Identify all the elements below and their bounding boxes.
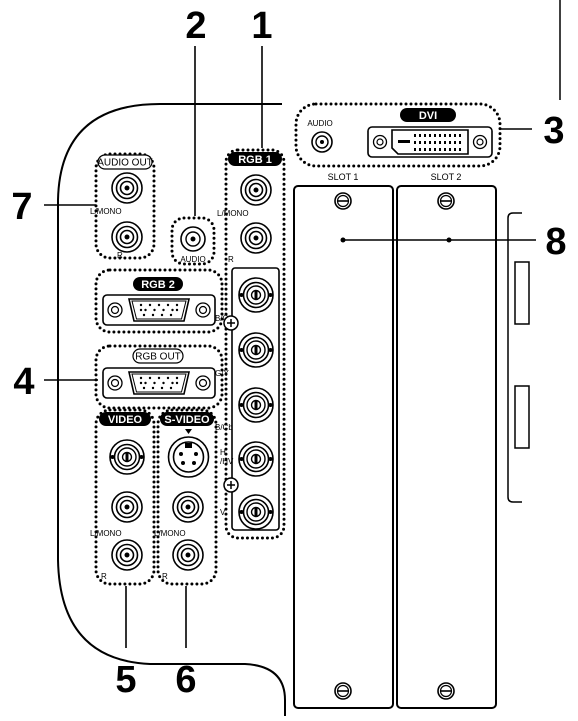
rgb2-audio-jack[interactable] bbox=[180, 226, 206, 252]
rgb-out-dsub-connector[interactable] bbox=[102, 367, 216, 399]
svideo-jack[interactable] bbox=[167, 429, 210, 478]
video-group-outline bbox=[94, 408, 156, 586]
rgb1-hv-label: /HV bbox=[220, 457, 234, 466]
rgb2-group-outline bbox=[94, 268, 224, 334]
audio-out-r-label: R bbox=[117, 251, 123, 260]
rgb1-v-label: V bbox=[220, 508, 226, 517]
rgb1-audio-right-jack[interactable] bbox=[240, 222, 272, 254]
callout-lines bbox=[44, 46, 536, 648]
slot-1-label: SLOT 1 bbox=[328, 172, 359, 182]
rgb1-bnc-b-cb[interactable] bbox=[238, 387, 274, 423]
slot-1-panel[interactable] bbox=[293, 185, 394, 709]
dvi-label: DVI bbox=[419, 110, 437, 122]
callout-5: 5 bbox=[115, 659, 136, 701]
rgb1-pill bbox=[228, 152, 282, 166]
rgb-out-label: RGB OUT bbox=[135, 352, 181, 363]
dvi-group-outline bbox=[294, 102, 502, 168]
audio-out-left-jack[interactable] bbox=[111, 172, 143, 204]
rgb1-audio-left-jack[interactable] bbox=[240, 174, 272, 206]
rgb1-group-outline bbox=[224, 148, 286, 540]
video-audio-left-jack[interactable] bbox=[111, 491, 143, 523]
video-pill bbox=[99, 412, 151, 426]
slot-2-label: SLOT 2 bbox=[431, 172, 462, 182]
video-lmono-label: L/MONO bbox=[90, 529, 122, 538]
callout-3: 3 bbox=[543, 110, 564, 152]
rgb2-label: RGB 2 bbox=[141, 279, 175, 291]
rgb1-ground-screw-top[interactable] bbox=[223, 315, 239, 331]
svideo-audio-left-jack[interactable] bbox=[172, 491, 204, 523]
rgb1-h-label: H bbox=[220, 448, 226, 457]
svideo-lmono-label: L/MONO bbox=[154, 529, 186, 538]
rgb1-lmono-label: L/MONO bbox=[217, 209, 249, 218]
svideo-audio-right-jack[interactable] bbox=[172, 539, 204, 571]
callout-6: 6 bbox=[175, 659, 196, 701]
slot-1-callout-dot bbox=[340, 237, 346, 243]
rgb-out-group-outline bbox=[94, 344, 224, 410]
callout-1: 1 bbox=[251, 5, 272, 47]
callout-2: 2 bbox=[185, 5, 206, 47]
rgb1-r-label: R bbox=[228, 255, 234, 264]
video-audio-right-jack[interactable] bbox=[111, 539, 143, 571]
svideo-r-label: R bbox=[162, 572, 168, 581]
rgb1-bcb-label: B/Cb bbox=[215, 423, 233, 432]
svideo-group-outline bbox=[156, 408, 218, 586]
dvi-audio-label: AUDIO bbox=[307, 119, 332, 128]
callout-8: 8 bbox=[545, 221, 566, 263]
rgb2-pill bbox=[133, 277, 183, 291]
rgb1-bnc-h-hv[interactable] bbox=[238, 441, 274, 477]
audio-out-group-outline bbox=[94, 152, 156, 260]
rgb2-audio-group-outline bbox=[170, 216, 216, 266]
svideo-pill bbox=[160, 412, 214, 426]
rgb1-bnc-g-y[interactable] bbox=[238, 332, 274, 368]
dvi-audio-jack[interactable] bbox=[311, 131, 333, 153]
rgb-out-pill bbox=[132, 348, 184, 364]
slot-2-panel[interactable] bbox=[396, 185, 497, 709]
audio-out-pill bbox=[97, 154, 153, 170]
slot-2-callout-dot bbox=[446, 237, 452, 243]
audio-out-label: AUDIO OUT bbox=[97, 158, 153, 169]
callout-7: 7 bbox=[11, 186, 32, 228]
dvi-connector[interactable] bbox=[367, 126, 493, 158]
rgb1-ground-screw-bottom[interactable] bbox=[223, 477, 239, 493]
rgb1-bnc-frame bbox=[231, 267, 280, 531]
video-r-label: R bbox=[101, 572, 107, 581]
rgb1-bnc-r-cr[interactable] bbox=[238, 277, 274, 313]
rgb1-bnc-v[interactable] bbox=[238, 494, 274, 530]
rgb2-dsub-connector[interactable] bbox=[102, 294, 216, 326]
video-label: VIDEO bbox=[108, 414, 143, 426]
dvi-pill bbox=[400, 108, 456, 122]
video-bnc-jack[interactable] bbox=[109, 439, 145, 475]
svideo-label: S-VIDEO bbox=[164, 414, 210, 426]
rgb1-label: RGB 1 bbox=[238, 154, 272, 166]
side-bracket bbox=[507, 212, 530, 503]
audio-out-right-jack[interactable] bbox=[111, 221, 143, 253]
callout-4: 4 bbox=[13, 361, 34, 403]
rgb2-audio-label: AUDIO bbox=[180, 255, 205, 264]
panel-outline bbox=[57, 103, 286, 716]
audio-out-lmono-label: L/MONO bbox=[90, 207, 122, 216]
rgb1-gy-label: G/Y bbox=[215, 369, 229, 378]
